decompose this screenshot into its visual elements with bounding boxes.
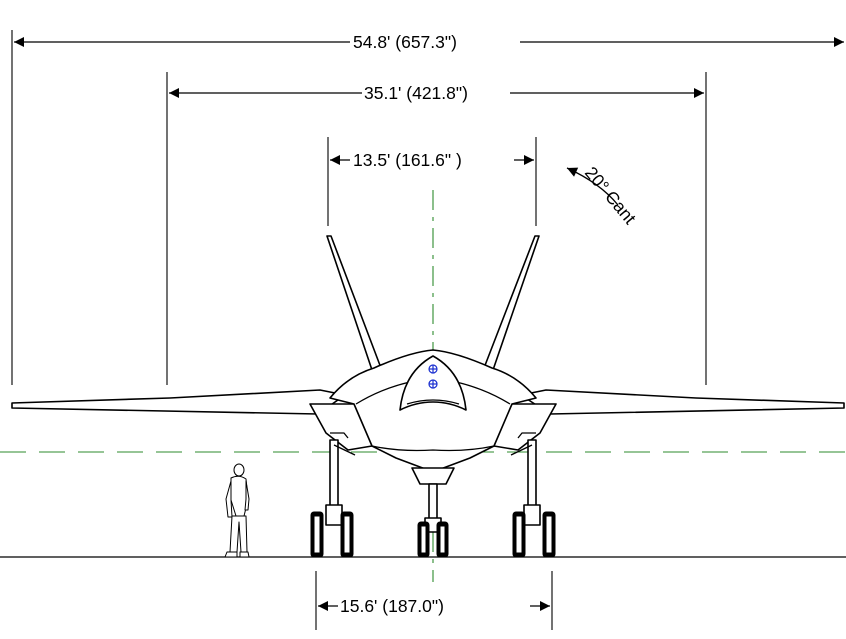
left-wing (11, 389, 346, 415)
right-tail-fin (483, 235, 540, 371)
left-gear-strut (329, 439, 339, 513)
track-label: 15.6' (187.0") (340, 596, 444, 616)
cant-annotation: 20° Cant (566, 163, 640, 228)
person-left-arm (225, 480, 233, 518)
canopy-frame (406, 399, 460, 405)
person-head (233, 463, 245, 477)
human-scale-figure (224, 463, 250, 558)
extension-lines (11, 30, 707, 630)
person-right-arm (244, 480, 250, 511)
nose-gear (417, 483, 449, 558)
wingspan-dimension: 54.8' (657.3") (14, 32, 844, 52)
right-wing (520, 389, 845, 415)
track-dimension: 15.6' (187.0") (318, 596, 550, 616)
left-tail-fin (326, 235, 382, 371)
cant-arc-arrow (566, 167, 619, 206)
stabilizer-span-label: 35.1' (421.8") (364, 83, 468, 103)
fin-span-label: 13.5' (161.6" ) (353, 150, 462, 170)
right-intake-lip (517, 432, 536, 439)
left-intake-lip (330, 432, 349, 439)
stabilizer-span-dimension: 35.1' (421.8") (169, 83, 704, 103)
fin-span-dimension: 13.5' (161.6" ) (330, 150, 534, 170)
cant-label: 20° Cant (581, 163, 640, 228)
aircraft (11, 235, 845, 558)
person-legs (229, 515, 248, 553)
person-torso (230, 475, 249, 519)
right-main-gear (510, 439, 556, 558)
left-main-gear (310, 439, 356, 558)
right-gear-strut (527, 439, 537, 513)
fuselage-lower-line (371, 445, 495, 452)
nose-gear-door (411, 467, 455, 485)
wingspan-label: 54.8' (657.3") (353, 32, 457, 52)
reference-marks (428, 364, 438, 389)
fuselage (329, 349, 537, 471)
